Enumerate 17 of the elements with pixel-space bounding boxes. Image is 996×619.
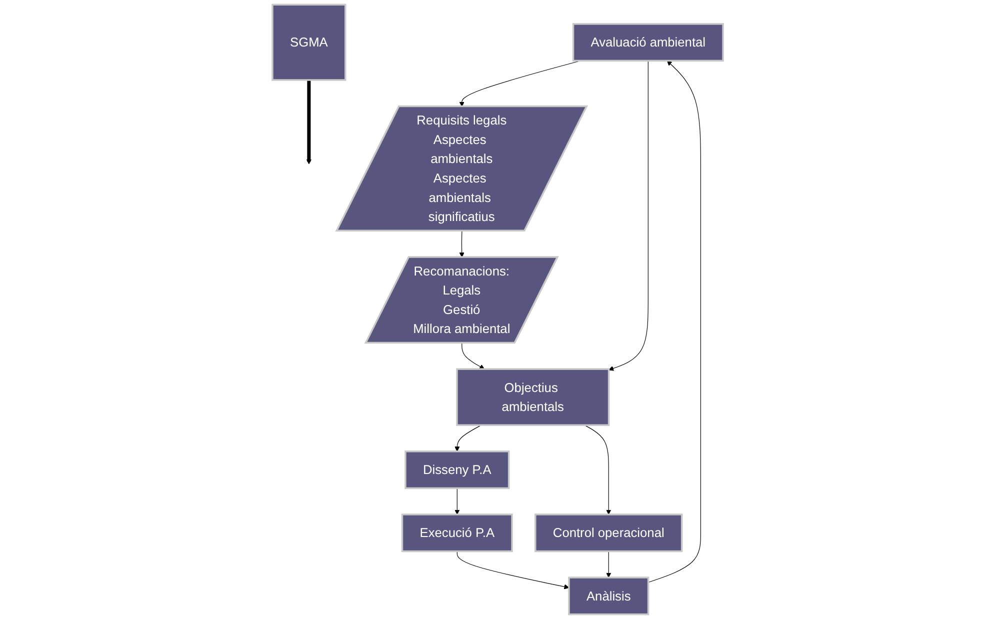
node-box: SGMA bbox=[272, 4, 346, 81]
arrow bbox=[454, 424, 482, 452]
arrow bbox=[462, 342, 485, 370]
arrow bbox=[608, 60, 649, 371]
node-box: Avaluació ambiental bbox=[572, 23, 724, 62]
arrow bbox=[306, 80, 312, 164]
node-box: Anàlisis bbox=[568, 576, 650, 616]
arrow bbox=[454, 488, 460, 515]
arrow bbox=[460, 230, 465, 258]
arrow bbox=[584, 424, 612, 515]
node-box: Disseny P.A bbox=[404, 450, 510, 490]
node-box: Control operacional bbox=[534, 514, 683, 552]
arrow bbox=[606, 550, 612, 578]
arrow bbox=[648, 60, 702, 583]
node-box: Execució P.A bbox=[402, 514, 514, 552]
node-box: Objectius ambientals bbox=[456, 368, 610, 426]
arrow bbox=[457, 550, 570, 590]
